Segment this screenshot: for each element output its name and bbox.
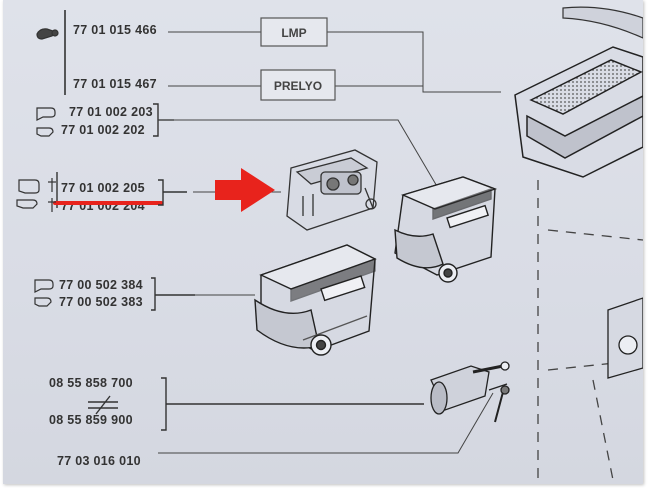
part-number: 77 00 502 383 bbox=[59, 295, 143, 309]
pointing-hand-right-icon bbox=[36, 127, 54, 137]
parts-diagram: 77 01 015 466 77 01 015 467 77 01 002 20… bbox=[16, 6, 643, 481]
lamp-housing-drawing bbox=[254, 244, 377, 356]
part-number: 77 00 502 384 bbox=[59, 278, 143, 292]
part-number: 77 01 002 205 bbox=[61, 181, 145, 195]
pointing-hand-left-icon bbox=[18, 179, 40, 194]
red-arrow-icon bbox=[215, 168, 275, 212]
pointing-hand-left-icon bbox=[36, 107, 56, 121]
prelyo-label: PRELYO bbox=[274, 79, 322, 93]
lamp-housing-drawing bbox=[607, 297, 643, 379]
dagger-icon bbox=[48, 178, 56, 192]
dagger-icon bbox=[48, 198, 56, 212]
lmp-box: LMP bbox=[260, 17, 328, 47]
door-switch-drawing bbox=[430, 361, 510, 423]
parts-diagram-sheet: 77 01 015 466 77 01 015 467 77 01 002 20… bbox=[3, 0, 643, 484]
bracket bbox=[161, 377, 167, 431]
pointing-hand-right-icon bbox=[16, 199, 38, 209]
not-equal-icon bbox=[88, 395, 118, 415]
part-number: 77 03 016 010 bbox=[57, 454, 141, 468]
lamp-housing-drawing bbox=[394, 176, 498, 283]
lamp-lens-drawing bbox=[562, 6, 643, 39]
part-number: 77 01 002 202 bbox=[61, 123, 145, 137]
lamp-lens-drawing bbox=[514, 46, 643, 178]
prelyo-box: PRELYO bbox=[260, 69, 336, 101]
bulb-holder-drawing bbox=[286, 149, 378, 231]
part-number: 77 01 015 466 bbox=[73, 23, 157, 37]
pointing-hand-right-icon bbox=[34, 297, 52, 307]
part-number: 77 01 015 467 bbox=[73, 77, 157, 91]
lmp-label: LMP bbox=[281, 26, 306, 40]
part-number: 08 55 859 900 bbox=[49, 413, 133, 427]
hand-with-object-icon bbox=[36, 28, 59, 40]
pointing-hand-left-icon bbox=[34, 279, 54, 293]
part-number: 77 01 002 203 bbox=[69, 105, 153, 119]
bracket bbox=[153, 103, 159, 137]
part-number: 08 55 858 700 bbox=[49, 376, 133, 390]
bracket bbox=[151, 277, 156, 311]
